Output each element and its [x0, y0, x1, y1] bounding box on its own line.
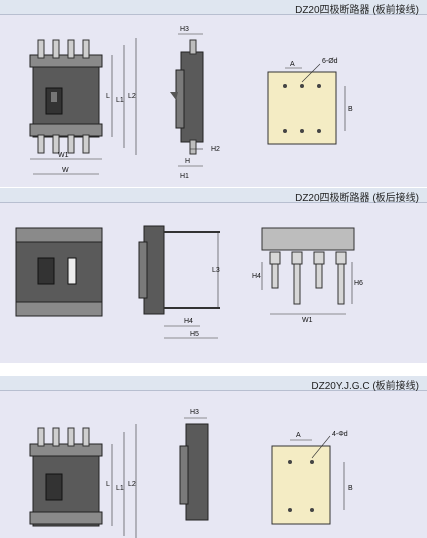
- dim-h5-label: H5: [190, 331, 199, 338]
- dim-l-label: L: [106, 93, 110, 100]
- hole-spec3rd-label: 4-Φd: [332, 431, 348, 438]
- mount-plate-1: [267, 63, 346, 145]
- dim-h6-label: H6: [354, 280, 363, 287]
- front-view-3: [29, 424, 137, 538]
- side-view-2: [138, 225, 220, 339]
- section-1-title: DZ20四极断路器 (板前接线): [295, 5, 419, 16]
- section-3-title: DZ20Y.J.G.C (板前接线): [311, 381, 419, 392]
- dim-w-label: W: [62, 167, 69, 174]
- dim-h33rd-label: H3: [190, 409, 199, 416]
- dim-l3-label: L3: [212, 267, 220, 274]
- diagram-y-series: L L1 L2 H3 A B 4-Φd: [29, 409, 353, 538]
- diagram-rear-wiring: L3 H4 H5 H4 H6 W1: [15, 225, 363, 339]
- dim-w1-label: W1: [58, 152, 69, 159]
- dim-l23rd-label: L2: [128, 481, 136, 488]
- dim-h3-label: H3: [180, 26, 189, 33]
- dim-l2-label: L2: [128, 93, 136, 100]
- side-view-1: [170, 33, 204, 167]
- dim-h4-label: H4: [184, 318, 193, 325]
- dim-a-label: A: [290, 61, 295, 68]
- dim-l1-label: L1: [116, 97, 124, 104]
- section-2-title: DZ20四极断路器 (板后接线): [295, 193, 419, 204]
- diagram-front-wiring: L L1 L2 W1 W H3 H H1 H2: [29, 26, 353, 180]
- dim-l3rd-label: L: [106, 481, 110, 488]
- dim-l13rd-label: L1: [116, 485, 124, 492]
- front-view-1: [29, 38, 137, 175]
- side-view-3: [179, 417, 209, 521]
- section-3-header: DZ20Y.J.G.C (板前接线): [0, 376, 427, 392]
- dim-b-label: B: [348, 106, 353, 113]
- hole-spec-label: 6-Ød: [322, 58, 338, 65]
- dim-h2-label: H2: [211, 146, 220, 153]
- dim-w1b-label: W1: [302, 317, 313, 324]
- dim-b3rd-label: B: [348, 485, 353, 492]
- dim-h4b-label: H4: [252, 273, 261, 280]
- rear-terminals-view: [261, 227, 355, 315]
- section-2-header: DZ20四极断路器 (板后接线): [0, 188, 427, 204]
- dim-h-label: H: [185, 158, 190, 165]
- dim-a3rd-label: A: [296, 432, 301, 439]
- section-1-header: DZ20四极断路器 (板前接线): [0, 0, 427, 16]
- mount-plate-3: [271, 435, 345, 525]
- front-view-2: [15, 227, 103, 317]
- dim-h1-label: H1: [180, 173, 189, 180]
